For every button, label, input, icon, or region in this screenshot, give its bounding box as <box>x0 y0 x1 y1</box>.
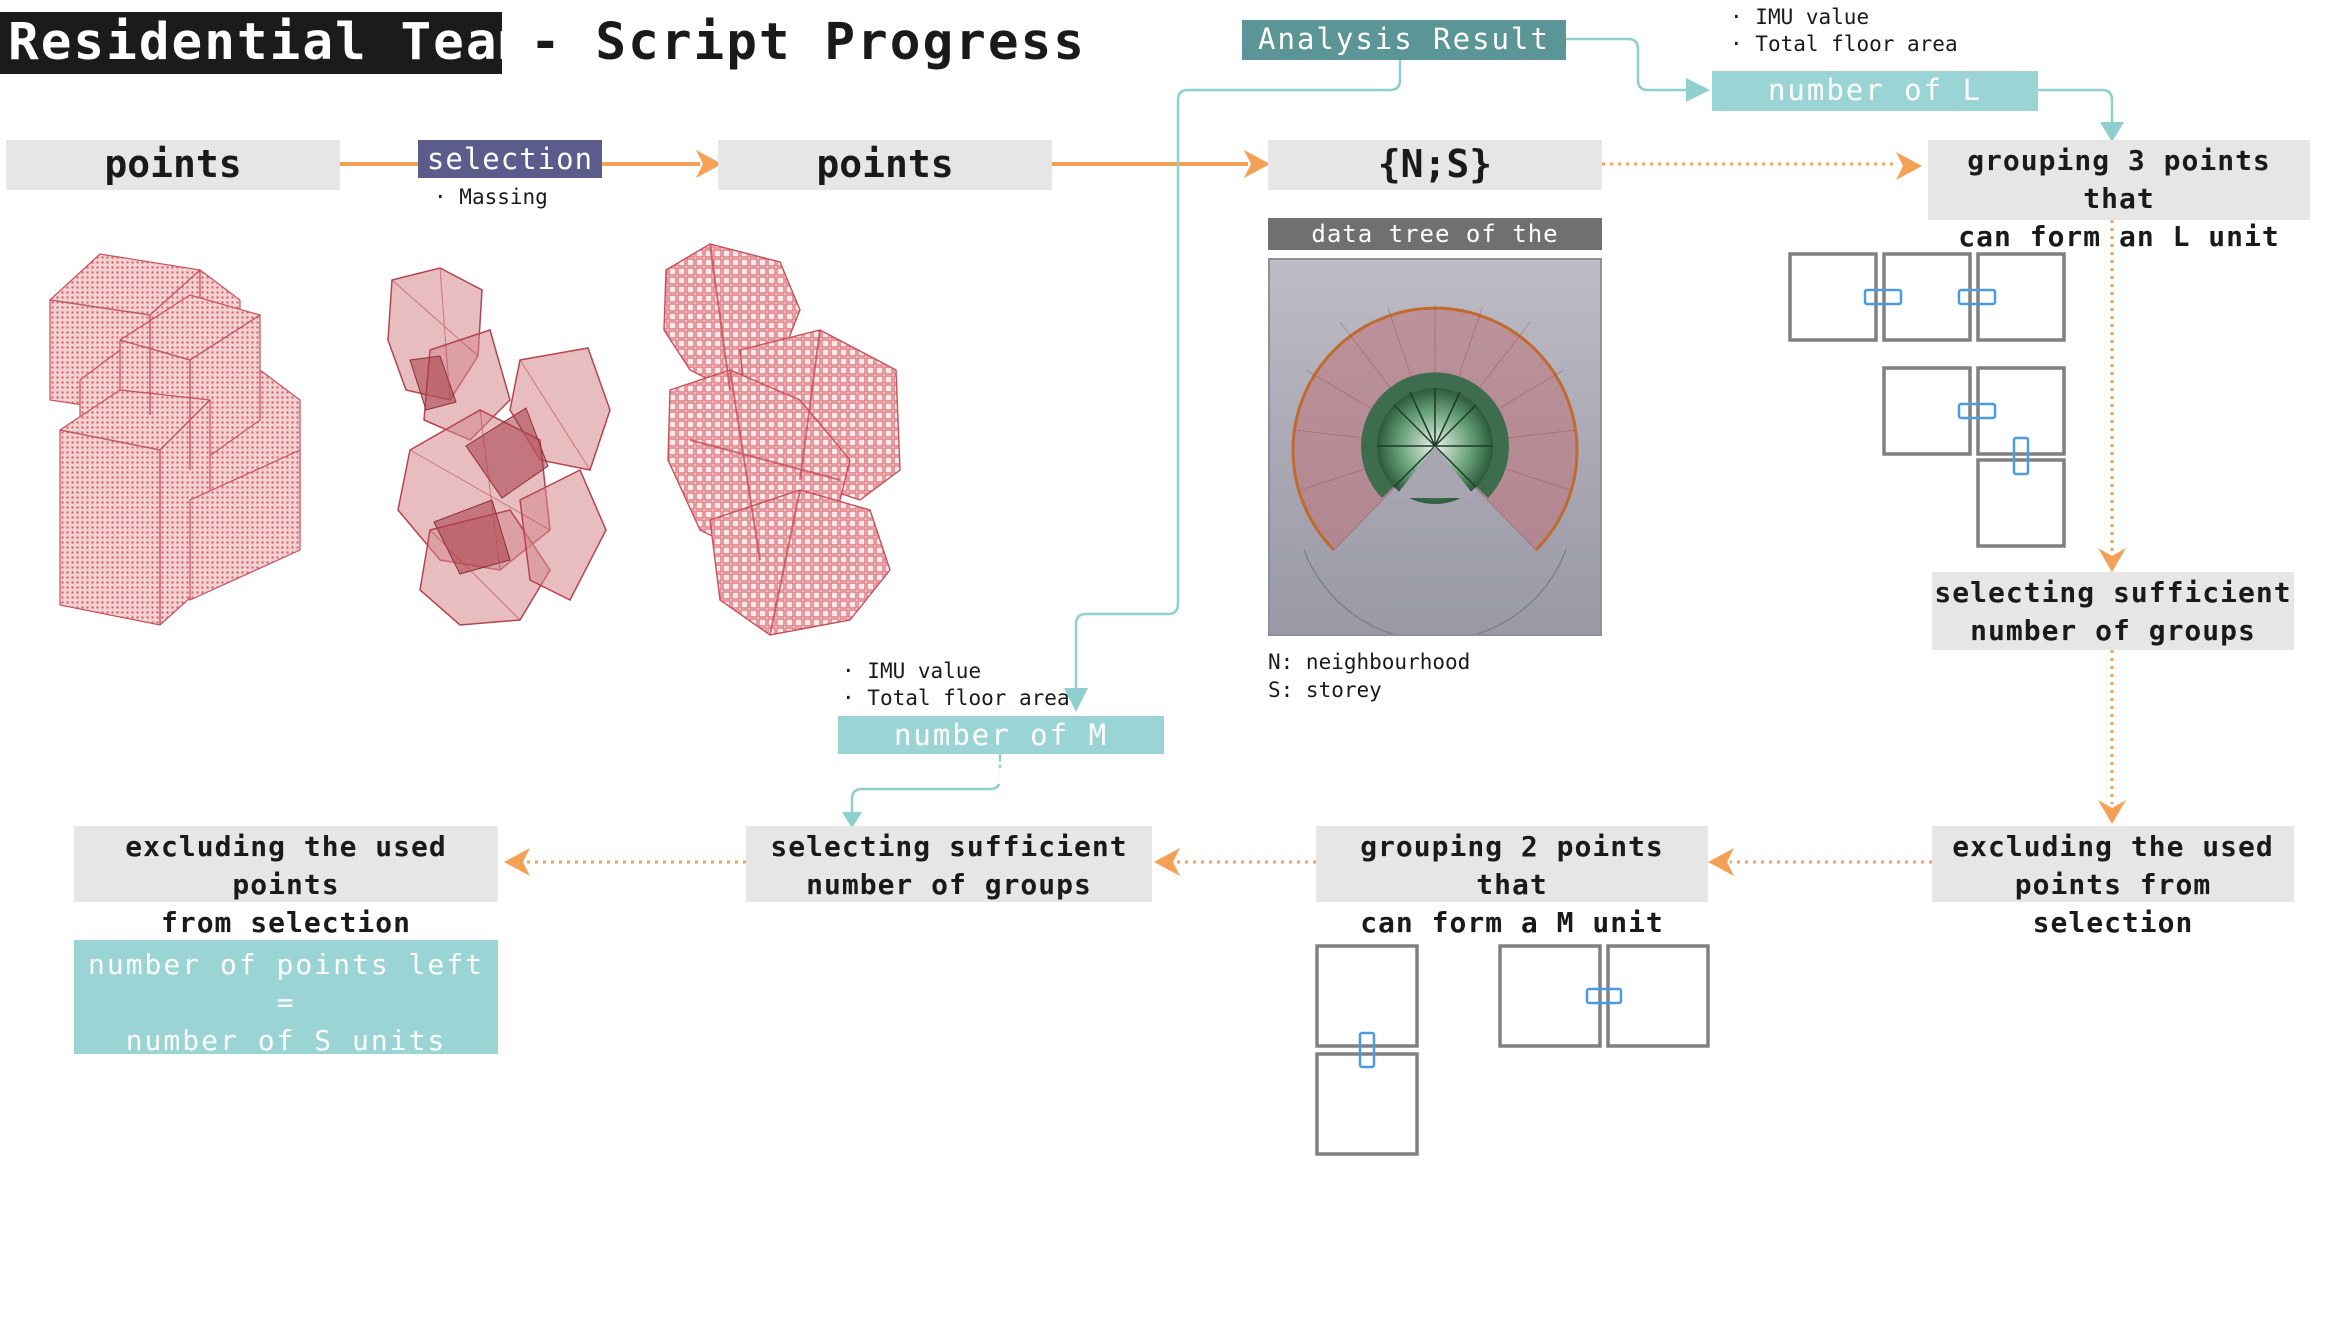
teal-wire-l-units-to-group3 <box>2032 88 2124 142</box>
l-unit-cell <box>1976 252 2066 342</box>
teal-wire-m-units-to-select <box>842 754 1002 828</box>
dotted-arrow-select-to-exclude <box>2098 650 2126 824</box>
l-inputs-list: IMU value Total floor area <box>1730 4 1958 58</box>
connector-icon <box>1585 987 1623 1005</box>
m-unit-diagrams <box>1315 944 1710 1156</box>
points-node-1: points <box>6 140 340 190</box>
m-unit-cell <box>1498 944 1602 1048</box>
connector-icon <box>1957 402 1997 420</box>
exclude-right-line1: excluding the used <box>1952 830 2274 863</box>
dotted-arrow-exclude-to-group2 <box>1708 848 1932 876</box>
l-input-imu: IMU value <box>1730 4 1958 31</box>
group2-line2: can form a M unit <box>1360 906 1664 939</box>
points-left-box: number of points left = number of S unit… <box>74 940 498 1057</box>
exclude-right-line2: points from selection <box>2014 868 2212 939</box>
group2-line1: grouping 2 points that <box>1360 830 1664 901</box>
data-tree-viewport <box>1268 258 1602 642</box>
ns-node: {N;S} <box>1268 140 1602 190</box>
l-unit-cell <box>1788 252 1878 342</box>
legend-neighbourhood: N: neighbourhood <box>1268 650 1471 674</box>
inner-disc <box>1361 372 1509 504</box>
orange-arrow-selection-to-points <box>602 150 722 178</box>
l-unit-cell <box>1882 366 1972 456</box>
points-node-2: points <box>718 140 1052 190</box>
group2-node: grouping 2 points that can form a M unit <box>1316 826 1708 939</box>
selection-note-item: Massing <box>434 184 548 211</box>
dotted-arrow-select-to-exclude-left <box>504 848 746 876</box>
exclude-left-node: excluding the used points from selection <box>74 826 498 939</box>
connector-icon <box>1863 288 1903 306</box>
page-subtitle: - Script Progress <box>530 13 1086 72</box>
exclude-left-line1: excluding the used points <box>125 830 447 901</box>
l-unit-diagrams <box>1788 252 2066 548</box>
orange-arrow-points-to-ns <box>1052 150 1270 178</box>
selection-note: Massing <box>434 184 548 211</box>
m-input-imu: IMU value <box>842 658 1070 685</box>
group3-node: grouping 3 points that can form an L uni… <box>1928 140 2310 253</box>
group3-line2: can form an L unit <box>1958 220 2280 253</box>
group3-line1: grouping 3 points that <box>1967 144 2271 215</box>
l-input-floor-area: Total floor area <box>1730 31 1957 58</box>
points-left-line3: number of S units <box>125 1024 447 1057</box>
teal-wire-analysis-to-l-units <box>1562 37 1710 102</box>
exclude-right-node: excluding the used points from selection <box>1932 826 2294 939</box>
m-input-floor-area: Total floor area <box>842 685 1069 712</box>
select-groups-mid-line1: selecting sufficient <box>770 830 1128 863</box>
select-groups-right-line2: number of groups <box>1970 614 2256 647</box>
l-units-tag: number of L units <box>1712 71 2038 146</box>
m-units-tag: number of M units <box>838 716 1164 791</box>
radial-data-tree-graphic <box>1291 304 1579 642</box>
select-groups-right-line1: selecting sufficient <box>1934 576 2292 609</box>
select-groups-right-node: selecting sufficient number of groups <box>1932 572 2294 650</box>
connector-icon <box>2012 436 2030 476</box>
select-groups-mid-line2: number of groups <box>806 868 1092 901</box>
massing-selection-drawing <box>387 267 611 626</box>
teal-wire-analysis-to-m-units <box>1064 59 1402 712</box>
m-unit-cell <box>1606 944 1710 1048</box>
connector-icon <box>1957 288 1997 306</box>
massing-points-drawing <box>49 253 301 626</box>
exclude-left-line2: from selection <box>160 906 411 939</box>
analysis-result-tag: Analysis Result <box>1242 20 1566 60</box>
points-left-line1: number of points left <box>87 948 484 981</box>
data-tree-label: data tree of the points <box>1268 218 1602 280</box>
select-groups-mid-node: selecting sufficient number of groups <box>746 826 1152 902</box>
page-title: Residential Team <box>0 12 529 74</box>
points-left-line2: = <box>276 986 296 1019</box>
dotted-arrow-group2-to-select <box>1154 848 1316 876</box>
l-unit-cell <box>1976 366 2066 456</box>
massing-points-filtered-drawing <box>663 243 901 636</box>
m-unit-cell <box>1315 944 1419 1048</box>
legend-storey: S: storey <box>1268 678 1382 702</box>
l-unit-cell <box>1882 252 1972 342</box>
dotted-arrow-group3-to-select <box>2098 220 2126 572</box>
dotted-arrow-ns-to-group3 <box>1602 152 1922 180</box>
ns-legend: N: neighbourhood S: storey <box>1268 648 1470 704</box>
m-unit-cell <box>1315 1052 1419 1156</box>
l-unit-cell <box>1976 458 2066 548</box>
selection-tag: selection <box>418 140 602 178</box>
connector-icon <box>1358 1031 1376 1069</box>
m-inputs-list: IMU value Total floor area <box>842 658 1070 712</box>
